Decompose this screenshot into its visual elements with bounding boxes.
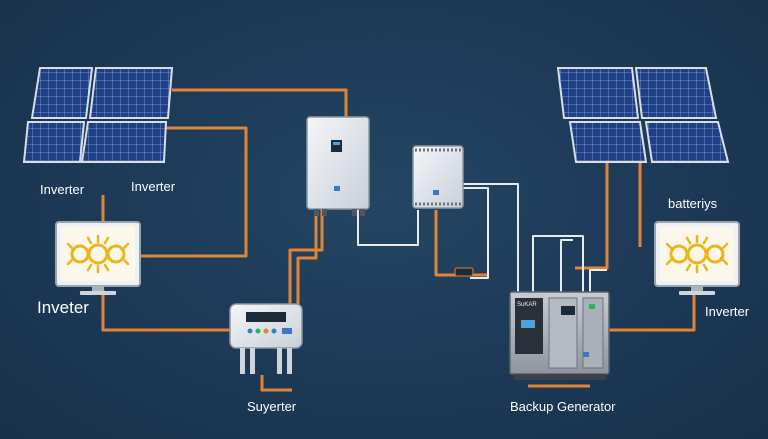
solar-panel-icon [80,121,168,163]
label-inverter-left-b: Inverter [131,179,176,194]
solar-panel-icon [556,67,640,119]
solar-panel-icon [22,121,86,163]
solar-panel-icon [30,67,94,119]
label-suyerter: Suyerter [247,399,297,414]
monitor-sun-icon [654,221,740,295]
wire-connector-icon [454,267,474,277]
wire-monitor-to-controller [101,290,232,332]
wire-panel-to-inverter [172,88,348,117]
generator-icon [509,291,610,380]
solar-panel-icon [634,67,718,119]
label-batteriys: batteriys [668,196,718,211]
wires-orange [101,88,696,392]
wire-panel-to-monitor [140,126,248,258]
wires-white [357,183,607,292]
wire-inverter-to-controller-b [296,209,318,305]
solar-panel-icon [644,121,730,163]
monitor-sun-icon [55,221,141,295]
label-inverter-right: Inverter [705,304,750,319]
charge-controller-icon [229,303,303,374]
wire-monitor-right-to-generator [609,290,696,332]
wire-controller-to-label [260,375,292,392]
inverter-box-icon [412,145,464,209]
solar-panel-array-right [556,67,730,163]
label-backup-generator: Backup Generator [510,399,616,414]
inverter-box-icon [306,116,370,216]
wire-inverter-to-battery [434,210,487,277]
wire-panel-right-down [575,160,609,270]
wire-inverter-to-controller-a [288,209,324,305]
label-inverter-left-a: Inverter [40,182,85,197]
solar-panel-icon [88,67,174,119]
solar-panel-array-left [22,67,174,163]
label-inveter: Inveter [37,298,89,317]
generator-panel-text: SuKAR [517,302,537,308]
solar-panel-icon [568,121,648,163]
